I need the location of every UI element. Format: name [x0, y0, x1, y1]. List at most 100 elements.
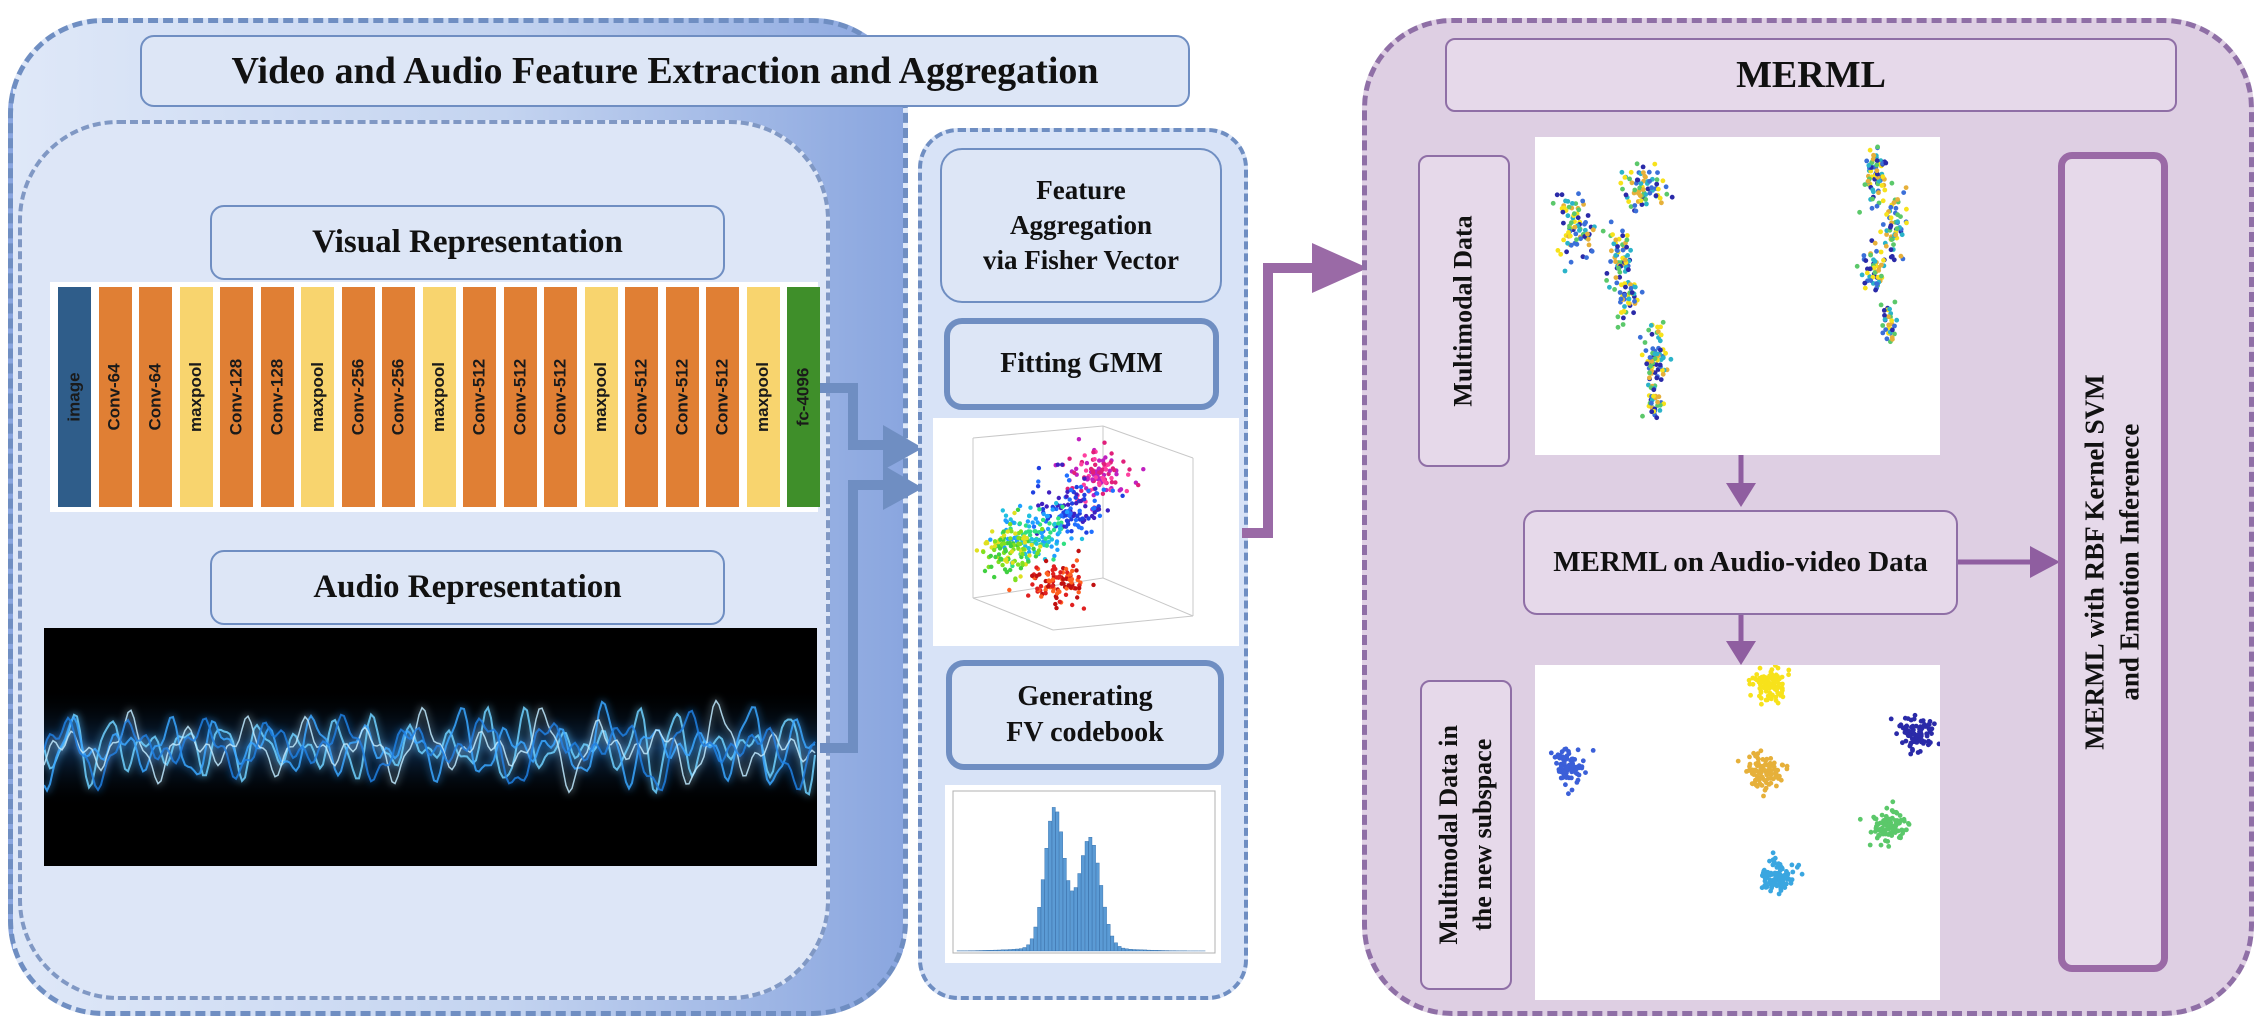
- cluster-point: [1758, 695, 1764, 701]
- vgg-layer-label: fc-4096: [793, 367, 813, 427]
- gmm-point: [1009, 549, 1014, 554]
- histogram-bar: [1124, 948, 1129, 952]
- gmm-point: [1093, 475, 1098, 480]
- vgg-layer-maxpool: maxpool: [422, 287, 456, 507]
- cluster-point: [1799, 871, 1805, 877]
- cluster-point: [1564, 775, 1569, 780]
- gmm-point: [1043, 558, 1049, 564]
- gmm-point: [1003, 513, 1009, 518]
- cluster-point: [1763, 881, 1769, 887]
- gmm-point: [1067, 577, 1072, 582]
- feature-extraction-title: Video and Audio Feature Extraction and A…: [140, 35, 1190, 107]
- data-point: [1570, 201, 1575, 206]
- cluster-point: [1561, 755, 1567, 760]
- data-point: [1876, 190, 1881, 196]
- gmm-point: [1054, 501, 1059, 506]
- gmm-point: [1069, 529, 1074, 534]
- data-point: [1651, 387, 1657, 393]
- data-point: [1867, 266, 1873, 272]
- data-point: [1864, 158, 1870, 164]
- data-point: [1865, 178, 1871, 184]
- data-point: [1620, 186, 1625, 192]
- data-point: [1859, 272, 1865, 278]
- cluster-point: [1784, 881, 1789, 887]
- gmm-point: [1101, 487, 1106, 492]
- data-point: [1878, 249, 1884, 255]
- gmm-point: [1068, 585, 1074, 590]
- vgg-layer-maxpool: maxpool: [301, 287, 334, 507]
- cluster-point: [1762, 777, 1767, 783]
- vgg-layer-label: Conv-512: [469, 358, 489, 436]
- gmm-point: [1051, 557, 1056, 562]
- data-point: [1632, 284, 1638, 290]
- data-point: [1637, 185, 1643, 191]
- cluster-point: [1796, 862, 1802, 868]
- gmm-point: [1026, 524, 1032, 529]
- data-point: [1869, 205, 1875, 211]
- data-point: [1890, 327, 1895, 333]
- vgg-layer-maxpool: maxpool: [179, 287, 213, 507]
- gmm-point: [1109, 451, 1114, 456]
- vgg-layer-conv-128: Conv-128: [220, 287, 253, 507]
- data-point: [1618, 296, 1624, 302]
- data-point: [1883, 243, 1889, 249]
- data-point: [1626, 199, 1632, 204]
- gmm-point: [1030, 573, 1035, 578]
- feature-aggregation-line3: via Fisher Vector: [983, 245, 1179, 276]
- cluster-point: [1576, 772, 1582, 778]
- histogram-bar: [1026, 944, 1030, 952]
- data-point: [1620, 228, 1625, 234]
- cluster-point: [1757, 665, 1763, 671]
- data-point: [1571, 211, 1577, 217]
- histogram-bar: [1114, 942, 1118, 952]
- data-point: [1560, 209, 1566, 215]
- gmm-point: [1070, 568, 1075, 574]
- cluster-point: [1753, 768, 1759, 774]
- gmm-point: [1103, 467, 1109, 472]
- gmm-point: [1080, 516, 1085, 521]
- histogram-bar: [1022, 947, 1027, 952]
- data-point: [1668, 356, 1674, 362]
- gmm-point: [1060, 462, 1065, 467]
- data-point: [1565, 213, 1571, 219]
- gmm-point: [998, 537, 1003, 542]
- cluster-point: [1757, 770, 1763, 776]
- histogram-bar: [1018, 948, 1023, 952]
- histogram-bar: [1084, 841, 1089, 952]
- gmm-point: [1016, 541, 1021, 546]
- gmm-point: [1090, 477, 1095, 482]
- data-point: [1871, 153, 1877, 159]
- vgg-layer-conv-64: Conv-64: [139, 287, 172, 507]
- gmm-point: [1065, 529, 1070, 534]
- data-point: [1648, 323, 1654, 328]
- cluster-point: [1777, 773, 1782, 779]
- data-point: [1879, 262, 1884, 268]
- cluster-point: [1784, 763, 1790, 769]
- data-point: [1600, 228, 1606, 234]
- data-point: [1653, 193, 1659, 199]
- data-point: [1894, 317, 1900, 323]
- gmm-point: [1100, 491, 1106, 496]
- vgg-layer-label: Conv-128: [267, 358, 286, 436]
- gmm-point: [1068, 572, 1073, 577]
- cluster-point: [1760, 764, 1765, 769]
- data-point: [1642, 340, 1648, 345]
- gmm-point: [1074, 484, 1079, 490]
- cluster-point: [1929, 731, 1934, 736]
- cluster-point: [1778, 888, 1784, 893]
- cluster-point: [1902, 724, 1908, 730]
- cluster-point: [1762, 768, 1768, 774]
- cluster-point: [1746, 768, 1752, 773]
- gmm-point: [1056, 516, 1061, 521]
- gmm-point: [1034, 565, 1039, 570]
- data-point: [1884, 212, 1889, 217]
- data-point: [1561, 220, 1566, 226]
- data-point: [1615, 314, 1621, 320]
- data-point: [1888, 224, 1893, 230]
- cluster-point: [1868, 829, 1874, 835]
- data-point: [1574, 237, 1579, 242]
- gmm-point: [1036, 537, 1042, 543]
- cluster-point: [1770, 857, 1776, 863]
- data-point: [1641, 170, 1646, 175]
- data-point: [1572, 224, 1578, 230]
